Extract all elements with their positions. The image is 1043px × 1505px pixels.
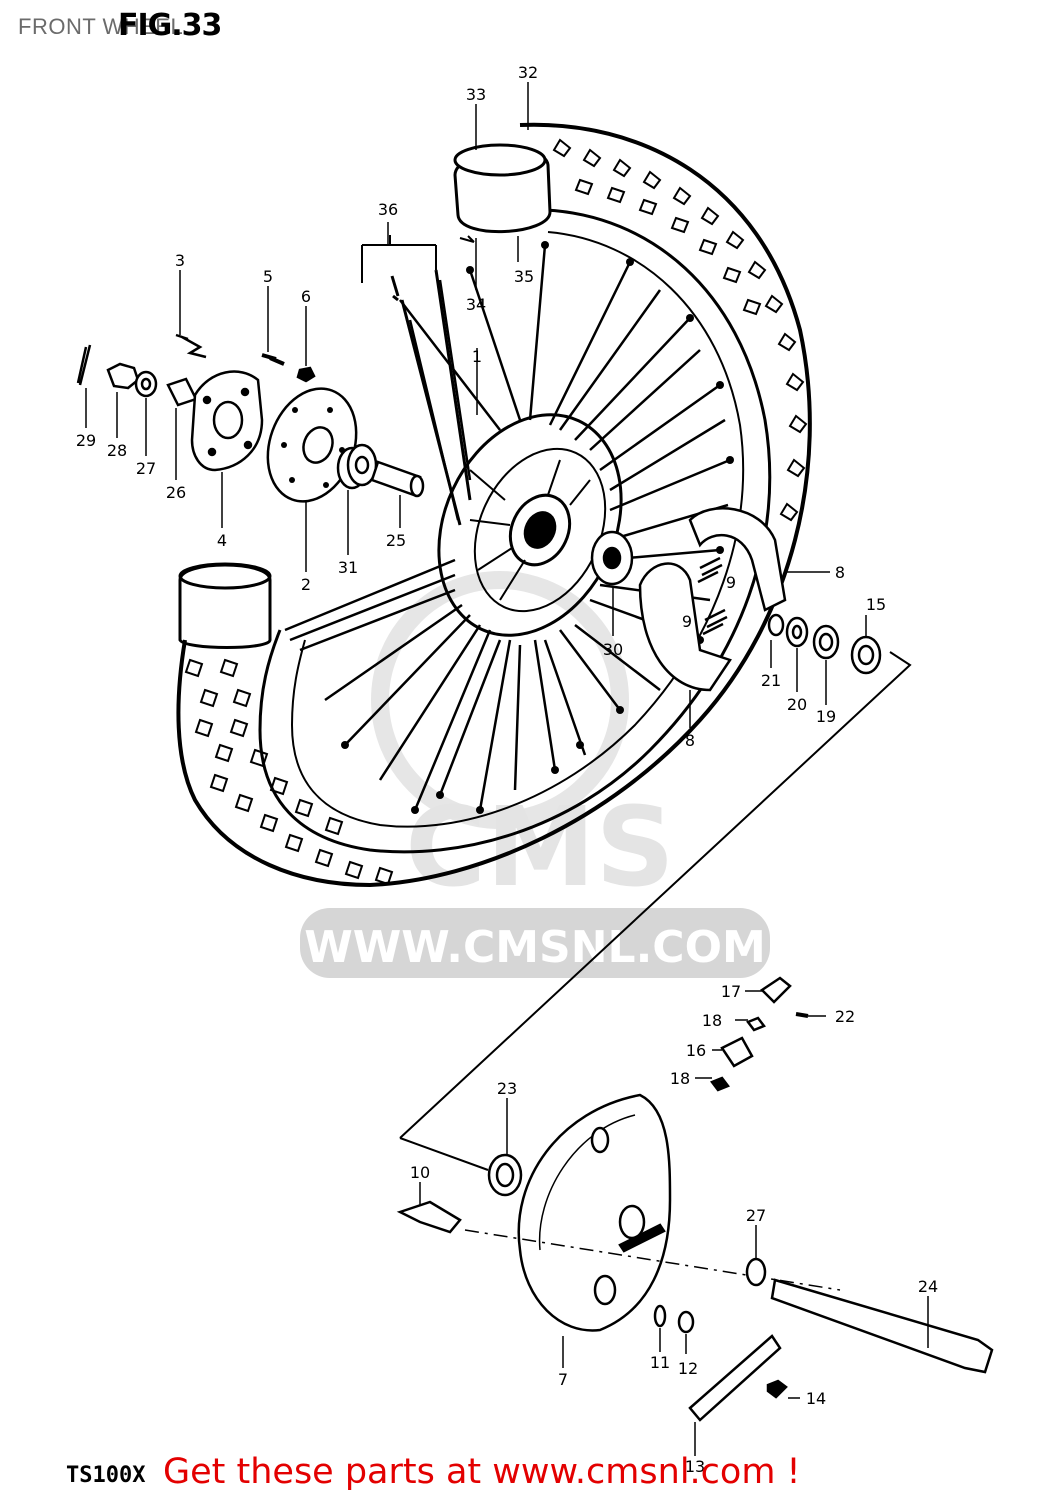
watermark-logo: CMS bbox=[405, 783, 674, 911]
spring-9b bbox=[702, 608, 728, 636]
callout-8a: 8 bbox=[835, 563, 845, 582]
callout-10: 10 bbox=[410, 1163, 430, 1182]
callout-labels: 32 33 36 34 35 3 5 6 29 28 27 26 4 2 31 … bbox=[76, 63, 938, 1476]
nut-18b bbox=[710, 1076, 730, 1092]
spring-9 bbox=[697, 556, 723, 584]
footer-cta-link[interactable]: Get these parts at www.cmsnl.com ! bbox=[163, 1452, 801, 1492]
cotter-pin bbox=[76, 344, 92, 386]
nut-6 bbox=[296, 366, 316, 383]
tire-tread bbox=[184, 138, 808, 886]
brake-shoe-lower-8 bbox=[638, 562, 732, 692]
callout-20: 20 bbox=[787, 695, 807, 714]
brake-parts bbox=[590, 507, 882, 692]
callout-9b: 9 bbox=[682, 612, 692, 631]
axle-nut-28 bbox=[106, 362, 140, 390]
washer-11 bbox=[653, 1304, 667, 1328]
bolt-14 bbox=[766, 1379, 788, 1399]
callout-36: 36 bbox=[378, 200, 398, 219]
callout-18b: 18 bbox=[670, 1069, 690, 1088]
callout-3: 3 bbox=[175, 251, 185, 270]
callout-5: 5 bbox=[263, 267, 273, 286]
watermark-url: WWW.CMSNL.COM bbox=[304, 922, 766, 973]
seal-21 bbox=[767, 613, 785, 637]
tire-outer bbox=[176, 122, 812, 888]
callout-32: 32 bbox=[518, 63, 538, 82]
callout-4: 4 bbox=[217, 531, 227, 550]
callout-1: 1 bbox=[472, 347, 482, 366]
brake-panel-7 bbox=[517, 1093, 672, 1332]
wheel bbox=[176, 122, 812, 888]
callout-35: 35 bbox=[514, 267, 534, 286]
brake-shoe-upper-8 bbox=[688, 507, 787, 612]
camshaft-10 bbox=[396, 1200, 462, 1234]
callout-27: 27 bbox=[136, 459, 156, 478]
callout-17: 17 bbox=[721, 982, 741, 1001]
cmsnl-watermark: WWW.CMSNL.COM CMS bbox=[300, 571, 770, 978]
callout-12: 12 bbox=[678, 1359, 698, 1378]
rim-inner bbox=[290, 231, 745, 828]
bolt-3 bbox=[175, 333, 207, 359]
callout-29: 29 bbox=[76, 431, 96, 450]
callout-16: 16 bbox=[686, 1041, 706, 1060]
leader-lines bbox=[85, 82, 929, 1456]
washer-12 bbox=[677, 1310, 695, 1334]
callout-19: 19 bbox=[816, 707, 836, 726]
bolt-5 bbox=[261, 353, 285, 366]
brake-lever-13 bbox=[688, 1334, 782, 1422]
callout-25: 25 bbox=[386, 531, 406, 550]
washer-27b bbox=[745, 1257, 767, 1287]
model-code: TS100X bbox=[66, 1463, 146, 1488]
callout-21: 21 bbox=[761, 671, 781, 690]
callout-23: 23 bbox=[497, 1079, 517, 1098]
callout-30: 30 bbox=[603, 640, 623, 659]
callout-33: 33 bbox=[466, 85, 486, 104]
callout-26: 26 bbox=[166, 483, 186, 502]
valve-nut-34 bbox=[459, 235, 475, 243]
spokes bbox=[284, 241, 734, 814]
callout-2: 2 bbox=[301, 575, 311, 594]
brake-panel-assembly bbox=[396, 651, 994, 1422]
spacer-26 bbox=[166, 377, 198, 407]
callout-34: 34 bbox=[466, 295, 486, 314]
callout-6: 6 bbox=[301, 287, 311, 306]
pin-22 bbox=[795, 1012, 809, 1018]
callout-9a: 9 bbox=[726, 573, 736, 592]
callout-14: 14 bbox=[806, 1389, 826, 1408]
diagram-caption: FRONT WHEEL bbox=[18, 14, 184, 39]
callout-8b: 8 bbox=[685, 731, 695, 750]
tire-section-cut bbox=[178, 563, 272, 649]
callout-15: 15 bbox=[866, 595, 886, 614]
adjuster-17 bbox=[760, 976, 792, 1004]
rim-outer bbox=[258, 208, 772, 854]
callout-24: 24 bbox=[918, 1277, 938, 1296]
callout-27b: 27 bbox=[746, 1206, 766, 1225]
callout-22: 22 bbox=[835, 1007, 855, 1026]
axle-24 bbox=[770, 1278, 994, 1374]
tire-section-cut-top bbox=[178, 562, 272, 590]
figure-number: FIG.33 bbox=[118, 8, 222, 43]
callout-31: 31 bbox=[338, 558, 358, 577]
spoke-set-36 bbox=[361, 235, 472, 526]
callout-13: 13 bbox=[685, 1457, 705, 1476]
rim-band-33 bbox=[453, 143, 552, 233]
callout-18a: 18 bbox=[702, 1011, 722, 1030]
callout-28: 28 bbox=[107, 441, 127, 460]
callout-7: 7 bbox=[558, 1370, 568, 1389]
hub bbox=[437, 413, 623, 637]
nut-18a bbox=[746, 1016, 766, 1032]
callout-11: 11 bbox=[650, 1353, 670, 1372]
stopper-16 bbox=[720, 1036, 754, 1068]
left-side-parts bbox=[76, 333, 425, 503]
